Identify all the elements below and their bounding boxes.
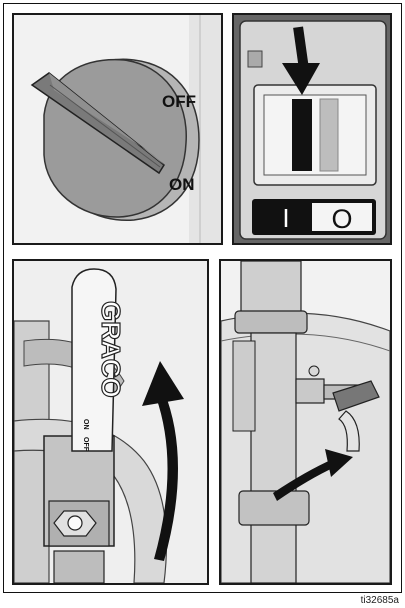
off-label: OFF [162,92,196,111]
panel-outlet-valve [219,259,392,585]
valve-off-label: OFF [82,437,89,452]
symbol-off: O [331,204,352,234]
valve-on-label: ON [82,419,89,430]
outlet-valve-illustration [221,261,390,583]
brand-label: GRACO [96,301,126,398]
panel-rotary-switch: OFF ON [12,13,223,245]
rocker-on-indicator [292,99,312,171]
panel-ball-valve: GRACO ON OFF [12,259,209,585]
rocker-switch-illustration: I O [234,15,390,243]
figure-id: ti32685a [361,595,399,606]
ball-valve-illustration: GRACO ON OFF [14,261,207,583]
panel-rocker-switch: I O [232,13,392,245]
rotary-switch-illustration: OFF ON [14,15,221,243]
symbol-on: I [282,203,289,233]
on-label: ON [169,175,195,194]
